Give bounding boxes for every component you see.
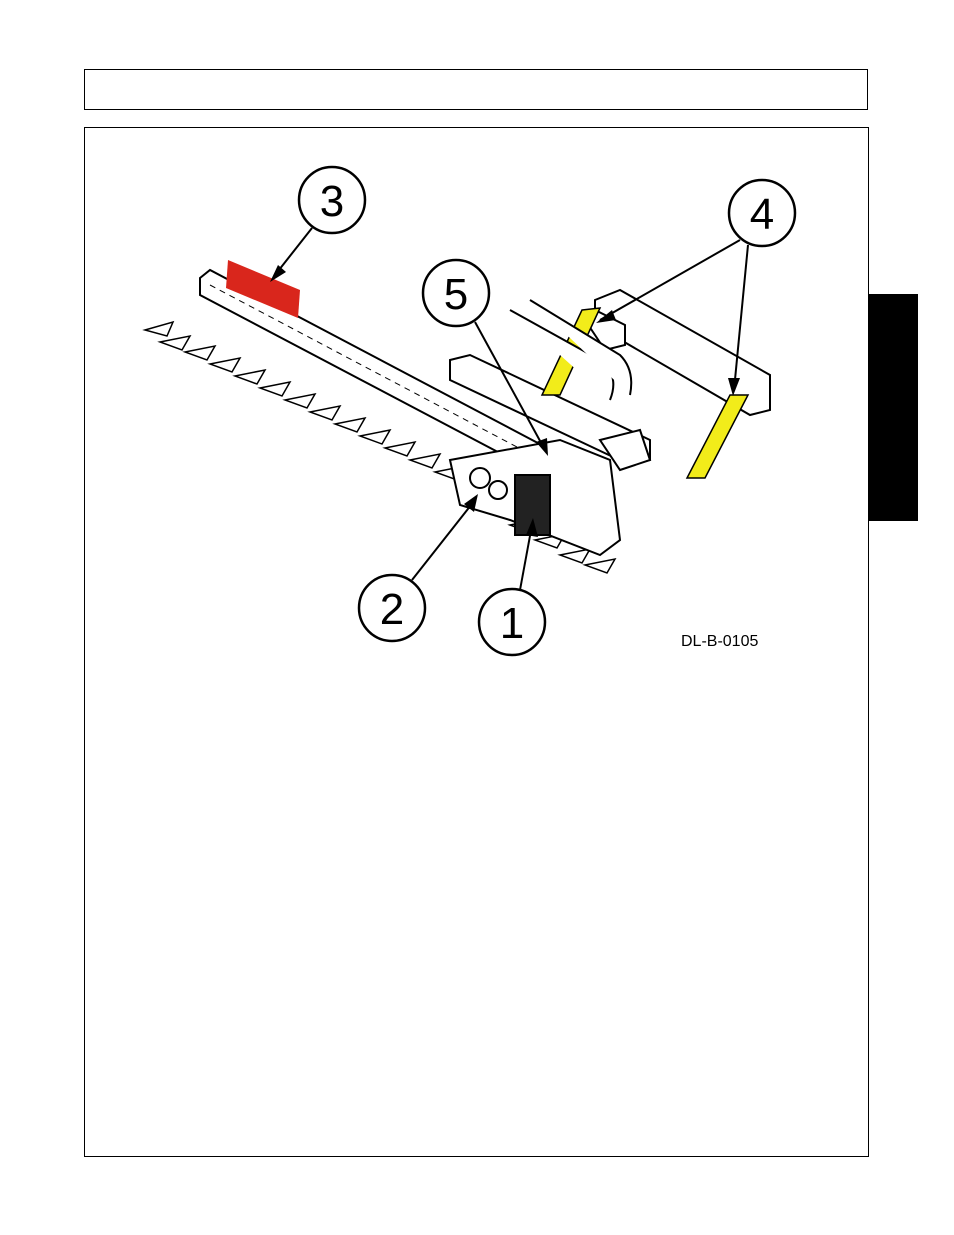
figure-id-label: DL-B-0105: [681, 633, 758, 651]
section-tab: [869, 294, 918, 521]
callout-3: 3: [270, 167, 365, 282]
header-box: [84, 69, 868, 110]
decal-location-figure: 3 4 5 2 1: [130, 160, 810, 660]
callout-1: 1: [479, 518, 545, 655]
callout-2-label: 2: [380, 585, 404, 634]
drive-housing: [450, 430, 650, 555]
callout-5-label: 5: [444, 270, 468, 319]
callout-3-label: 3: [320, 177, 344, 226]
callout-2: 2: [359, 494, 478, 641]
callout-1-label: 1: [500, 599, 524, 648]
yellow-decal-right: [687, 395, 748, 478]
callout-4-label: 4: [750, 190, 774, 239]
